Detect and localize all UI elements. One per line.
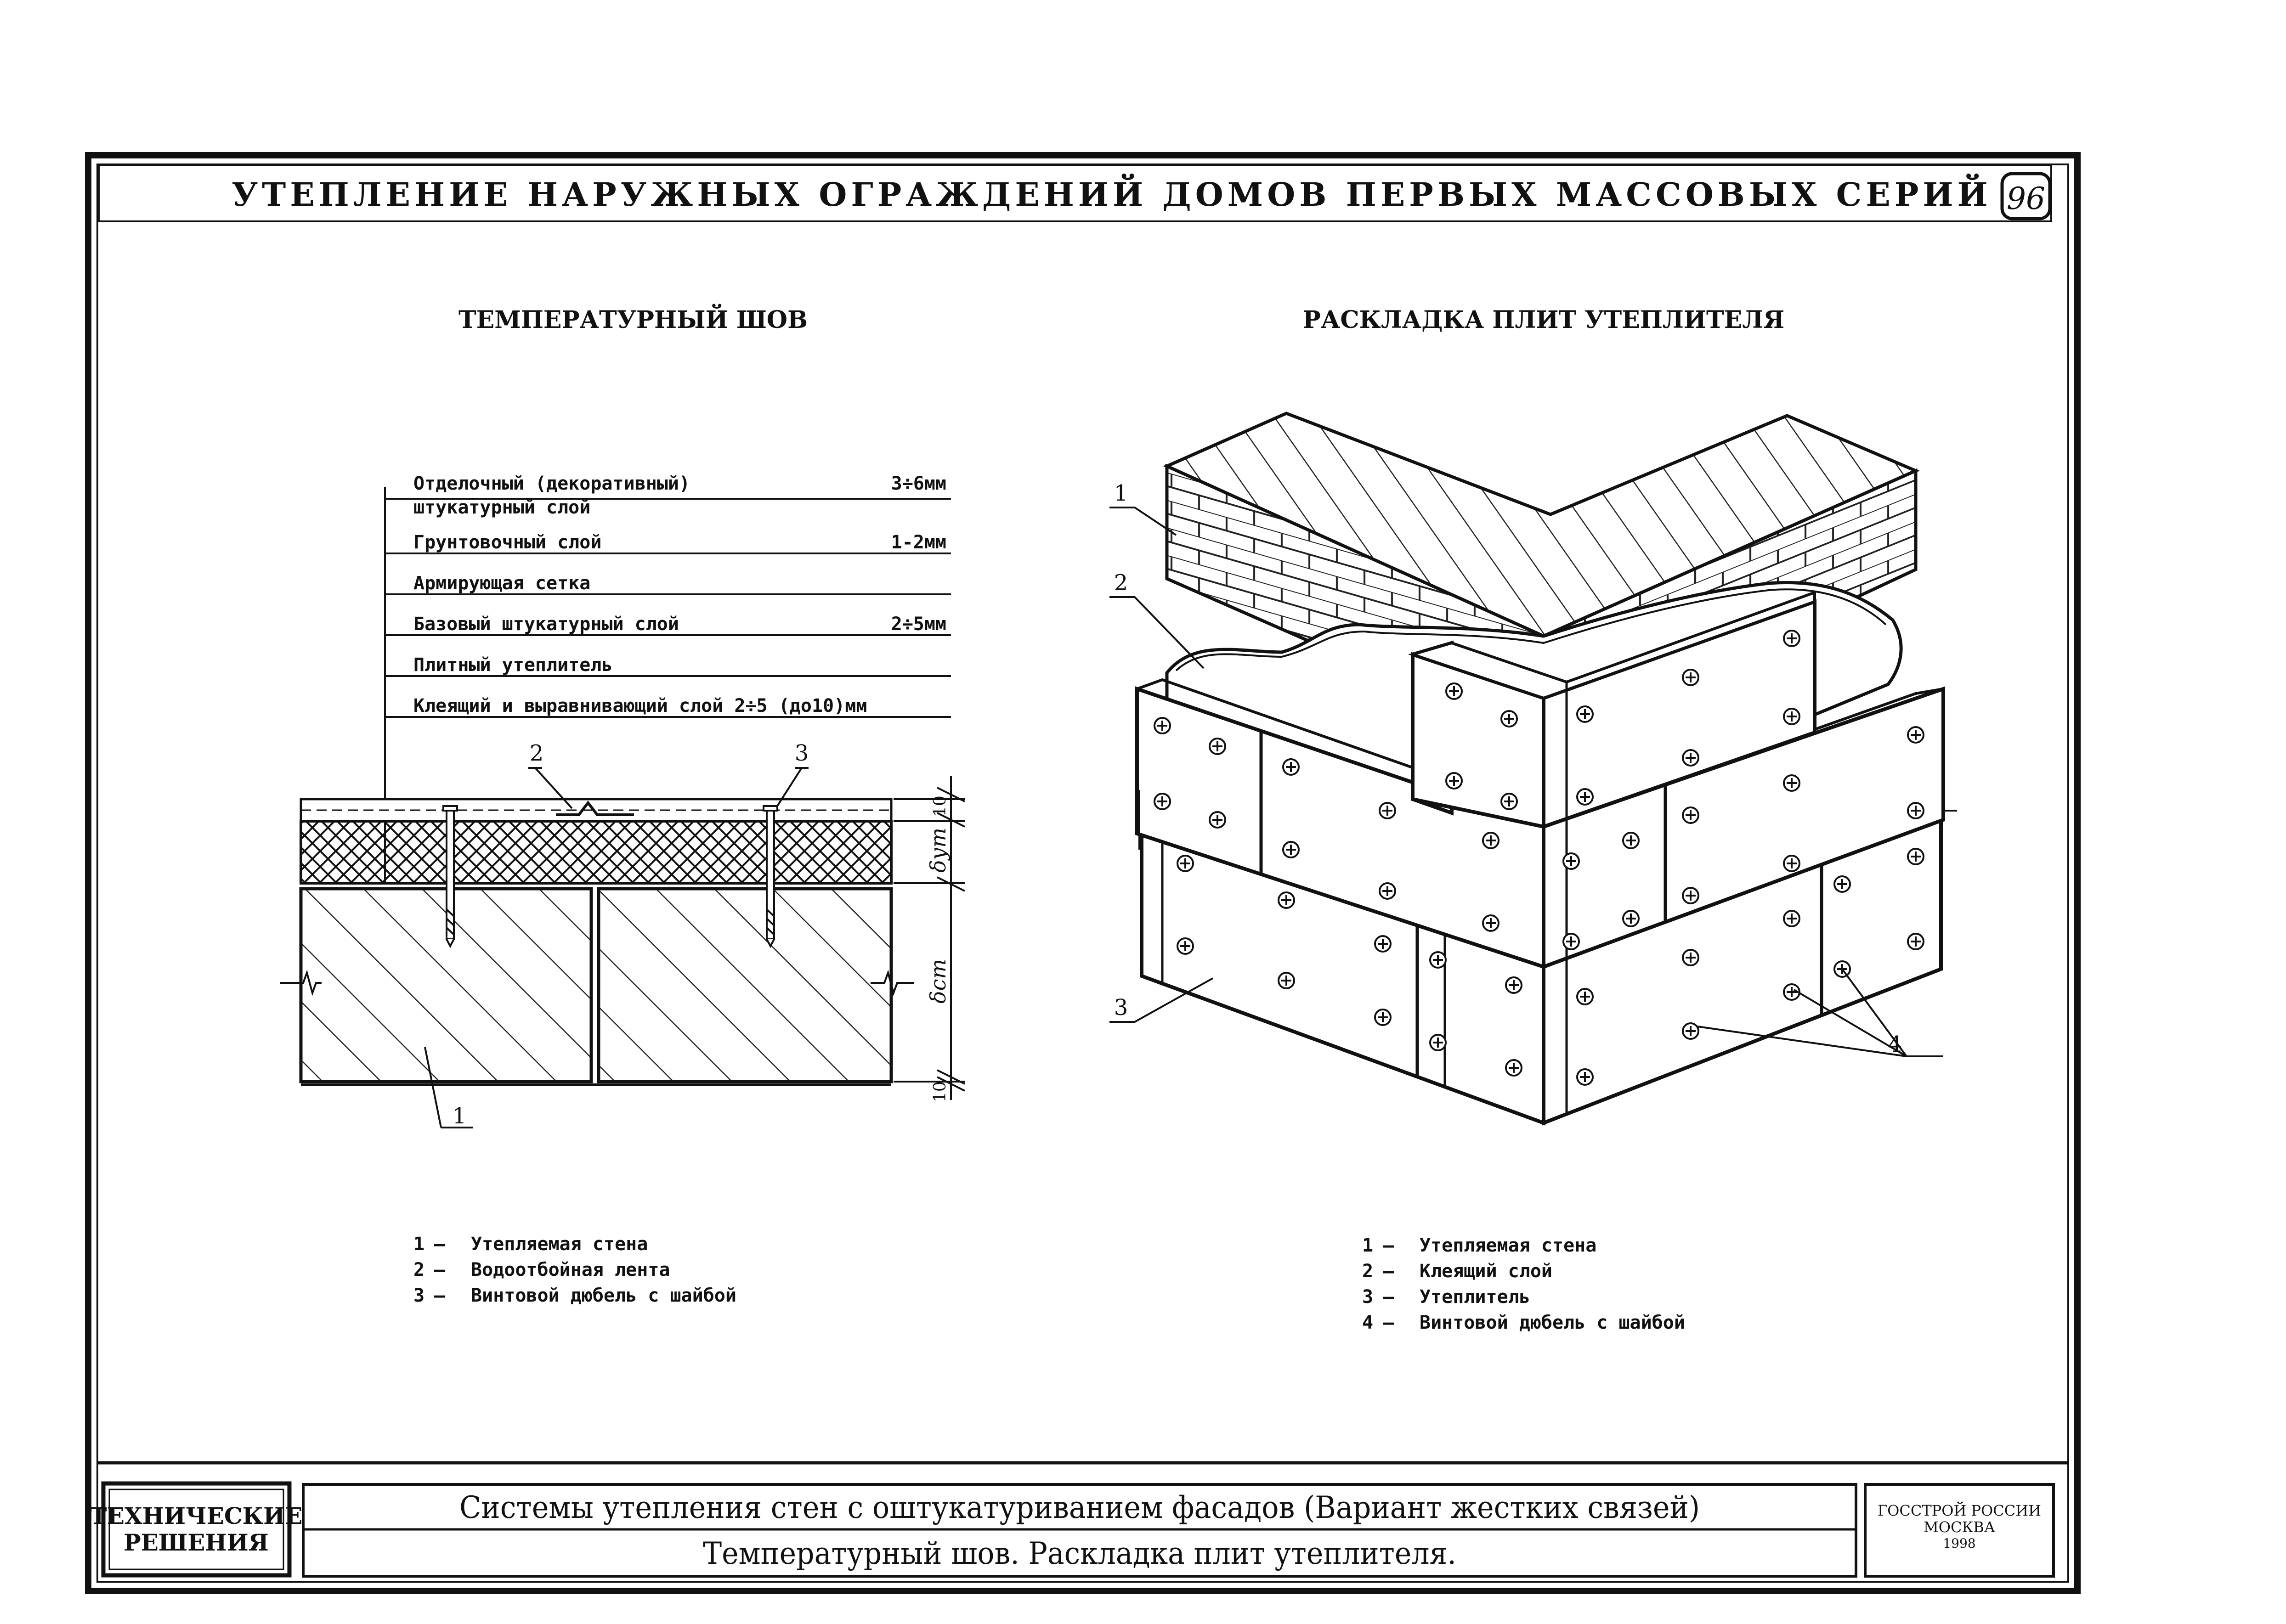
legend-num: 2 — [1362, 1261, 1373, 1282]
legend-num: 1 — [1362, 1235, 1373, 1256]
svg-text:–: – — [1383, 1286, 1394, 1308]
legend-num: 2 — [413, 1259, 424, 1280]
iso-callout-3: 3 — [1114, 995, 1128, 1021]
legend-num: 3 — [1362, 1286, 1373, 1308]
layer-value: 3÷6мм — [891, 473, 946, 494]
joint-section — [280, 767, 914, 1128]
sheet-number: 96 — [2007, 181, 2045, 216]
dim-top: 10 — [931, 795, 950, 817]
dim-bottom: 10 — [931, 1081, 950, 1102]
dowel-right — [763, 805, 778, 948]
dim-insulation: δут — [926, 828, 951, 873]
board-layout-iso — [1109, 412, 1957, 1126]
category-line2: РЕШЕНИЯ — [124, 1529, 269, 1556]
left-title: ТЕМПЕРАТУРНЫЙ ШОВ — [458, 304, 808, 334]
dim-wall: δст — [926, 959, 951, 1004]
header-title: УТЕПЛЕНИЕ НАРУЖНЫХ ОГРАЖДЕНИЙ ДОМОВ ПЕРВ… — [232, 174, 1992, 214]
svg-text:–: – — [434, 1234, 446, 1255]
layer-label: Отделочный (декоративный) — [413, 473, 690, 494]
layer-label: штукатурный слой — [413, 497, 590, 518]
layer-value: 2÷5мм — [891, 614, 946, 635]
legend-text: Утеплитель — [1420, 1286, 1530, 1308]
layer-value: 1-2мм — [891, 532, 946, 553]
layer-label: Клеящий и выравнивающий слой 2÷5 (до10)м… — [413, 695, 867, 716]
org-city: МОСКВА — [1924, 1518, 1995, 1536]
svg-text:–: – — [1383, 1261, 1394, 1282]
legend-text: Водоотбойная лента — [471, 1259, 670, 1280]
org-year: 1998 — [1943, 1536, 1975, 1551]
sheet-title: Температурный шов. Раскладка плит утепли… — [703, 1536, 1456, 1571]
wall-block-right — [597, 887, 893, 1083]
layer-label: Плитный утеплитель — [413, 654, 612, 676]
legend-text: Винтовой дюбель с шайбой — [1420, 1312, 1685, 1333]
svg-text:–: – — [434, 1259, 446, 1280]
legend-text: Клеящий слой — [1420, 1261, 1552, 1282]
callout-1: 1 — [453, 1103, 467, 1129]
left-legend: 1 – Утепляемая стена 2 – Водоотбойная ле… — [413, 1234, 736, 1306]
layer-label: Базовый штукатурный слой — [413, 614, 679, 635]
legend-text: Утепляемая стена — [1420, 1235, 1596, 1256]
dimension-chain — [894, 776, 965, 1100]
svg-text:–: – — [1383, 1312, 1394, 1333]
layer-callouts — [384, 487, 951, 882]
layer-label: Армирующая сетка — [413, 573, 590, 594]
insulation-layer — [300, 820, 893, 885]
dowel-left — [442, 805, 458, 948]
category-line1: ТЕХНИЧЕСКИЕ — [90, 1502, 303, 1529]
title-block — [97, 1461, 2068, 1578]
svg-text:–: – — [1383, 1235, 1394, 1256]
system-title: Системы утепления стен с оштукатуривание… — [459, 1490, 1700, 1525]
svg-text:–: – — [434, 1285, 446, 1306]
outer-frame — [85, 152, 2081, 1594]
legend-num: 3 — [413, 1285, 424, 1306]
right-title: РАСКЛАДКА ПЛИТ УТЕПЛИТЕЛЯ — [1303, 306, 1784, 334]
iso-callout-4: 4 — [1888, 1032, 1902, 1057]
legend-text: Утепляемая стена — [471, 1234, 648, 1255]
layer-labels: Отделочный (декоративный) 3÷6мм штукатур… — [413, 473, 946, 716]
right-legend: 1 – Утепляемая стена 2 – Клеящий слой 3 … — [1362, 1235, 1685, 1333]
layer-label: Грунтовочный слой — [413, 532, 601, 553]
legend-num: 4 — [1362, 1312, 1373, 1333]
legend-text: Винтовой дюбель с шайбой — [471, 1285, 736, 1306]
legend-num: 1 — [413, 1234, 424, 1255]
sheet-number-box — [2000, 172, 2052, 220]
iso-callout-2: 2 — [1114, 570, 1128, 596]
org-name: ГОССТРОЙ РОССИИ — [1878, 1501, 2041, 1519]
callout-2: 2 — [530, 740, 544, 766]
callout-3: 3 — [795, 740, 809, 766]
iso-callout-1: 1 — [1114, 480, 1128, 506]
